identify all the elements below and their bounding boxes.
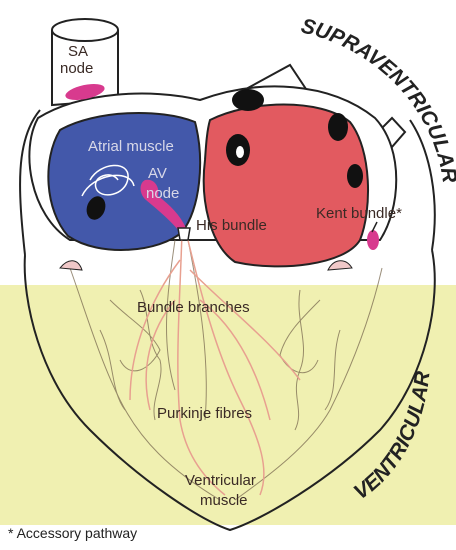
ventricular-muscle-label-line2: muscle <box>200 492 248 509</box>
av-node-label-line2: node <box>146 185 179 202</box>
bundle-branches-label: Bundle branches <box>137 299 250 316</box>
his-bundle <box>178 228 190 240</box>
his-bundle-label: His bundle <box>196 217 267 234</box>
av-node-label-line1: AV <box>148 165 167 182</box>
vessel-opening-icon <box>328 113 348 141</box>
vessel-opening-icon <box>232 89 264 111</box>
vessel-opening-icon <box>347 164 363 188</box>
purkinje-fibres-label: Purkinje fibres <box>157 405 252 422</box>
atrial-muscle-chamber <box>48 113 200 250</box>
sa-node-label-overlay-2: node <box>60 60 93 77</box>
atrial-muscle-label: Atrial muscle <box>88 138 174 155</box>
footnote: * Accessory pathway <box>8 525 137 541</box>
right-atrium-chamber <box>204 89 368 266</box>
kent-bundle-label: Kent bundle* <box>316 205 402 222</box>
ventricular-muscle-label-line1: Ventricular <box>185 472 256 489</box>
sa-node-label-overlay: SA <box>68 43 88 60</box>
